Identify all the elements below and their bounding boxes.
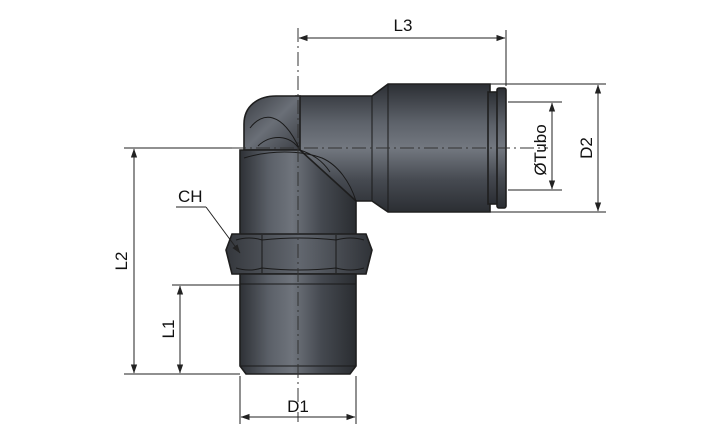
label-d1: D1 (287, 397, 309, 416)
label-tube: ØTubo (531, 124, 550, 175)
elbow-crease (249, 116, 301, 151)
hex-nut (225, 233, 373, 275)
dim-ch: CH (176, 187, 241, 254)
dim-l1: L1 (159, 284, 240, 374)
label-l1: L1 (159, 320, 178, 339)
dim-d2: D2 (390, 83, 606, 213)
vertical-body (239, 149, 357, 237)
intersection-curve-2 (299, 149, 331, 173)
label-ch: CH (178, 187, 203, 206)
hex-chamfer-top (235, 237, 365, 241)
elbow-bend (243, 95, 301, 151)
dim-l3: L3 (298, 16, 507, 86)
label-l3: L3 (394, 16, 413, 35)
label-d2: D2 (577, 137, 596, 159)
intersection-curve (243, 151, 357, 202)
dim-d1: D1 (239, 376, 357, 424)
dim-tube: ØTubo (508, 101, 562, 191)
label-l2: L2 (112, 252, 131, 271)
dim-l2: L2 (112, 147, 240, 375)
fitting-body (225, 83, 507, 375)
center-lines (232, 28, 548, 422)
hex-chamfer-bottom (235, 267, 365, 271)
elbow-crease-2 (257, 137, 301, 151)
